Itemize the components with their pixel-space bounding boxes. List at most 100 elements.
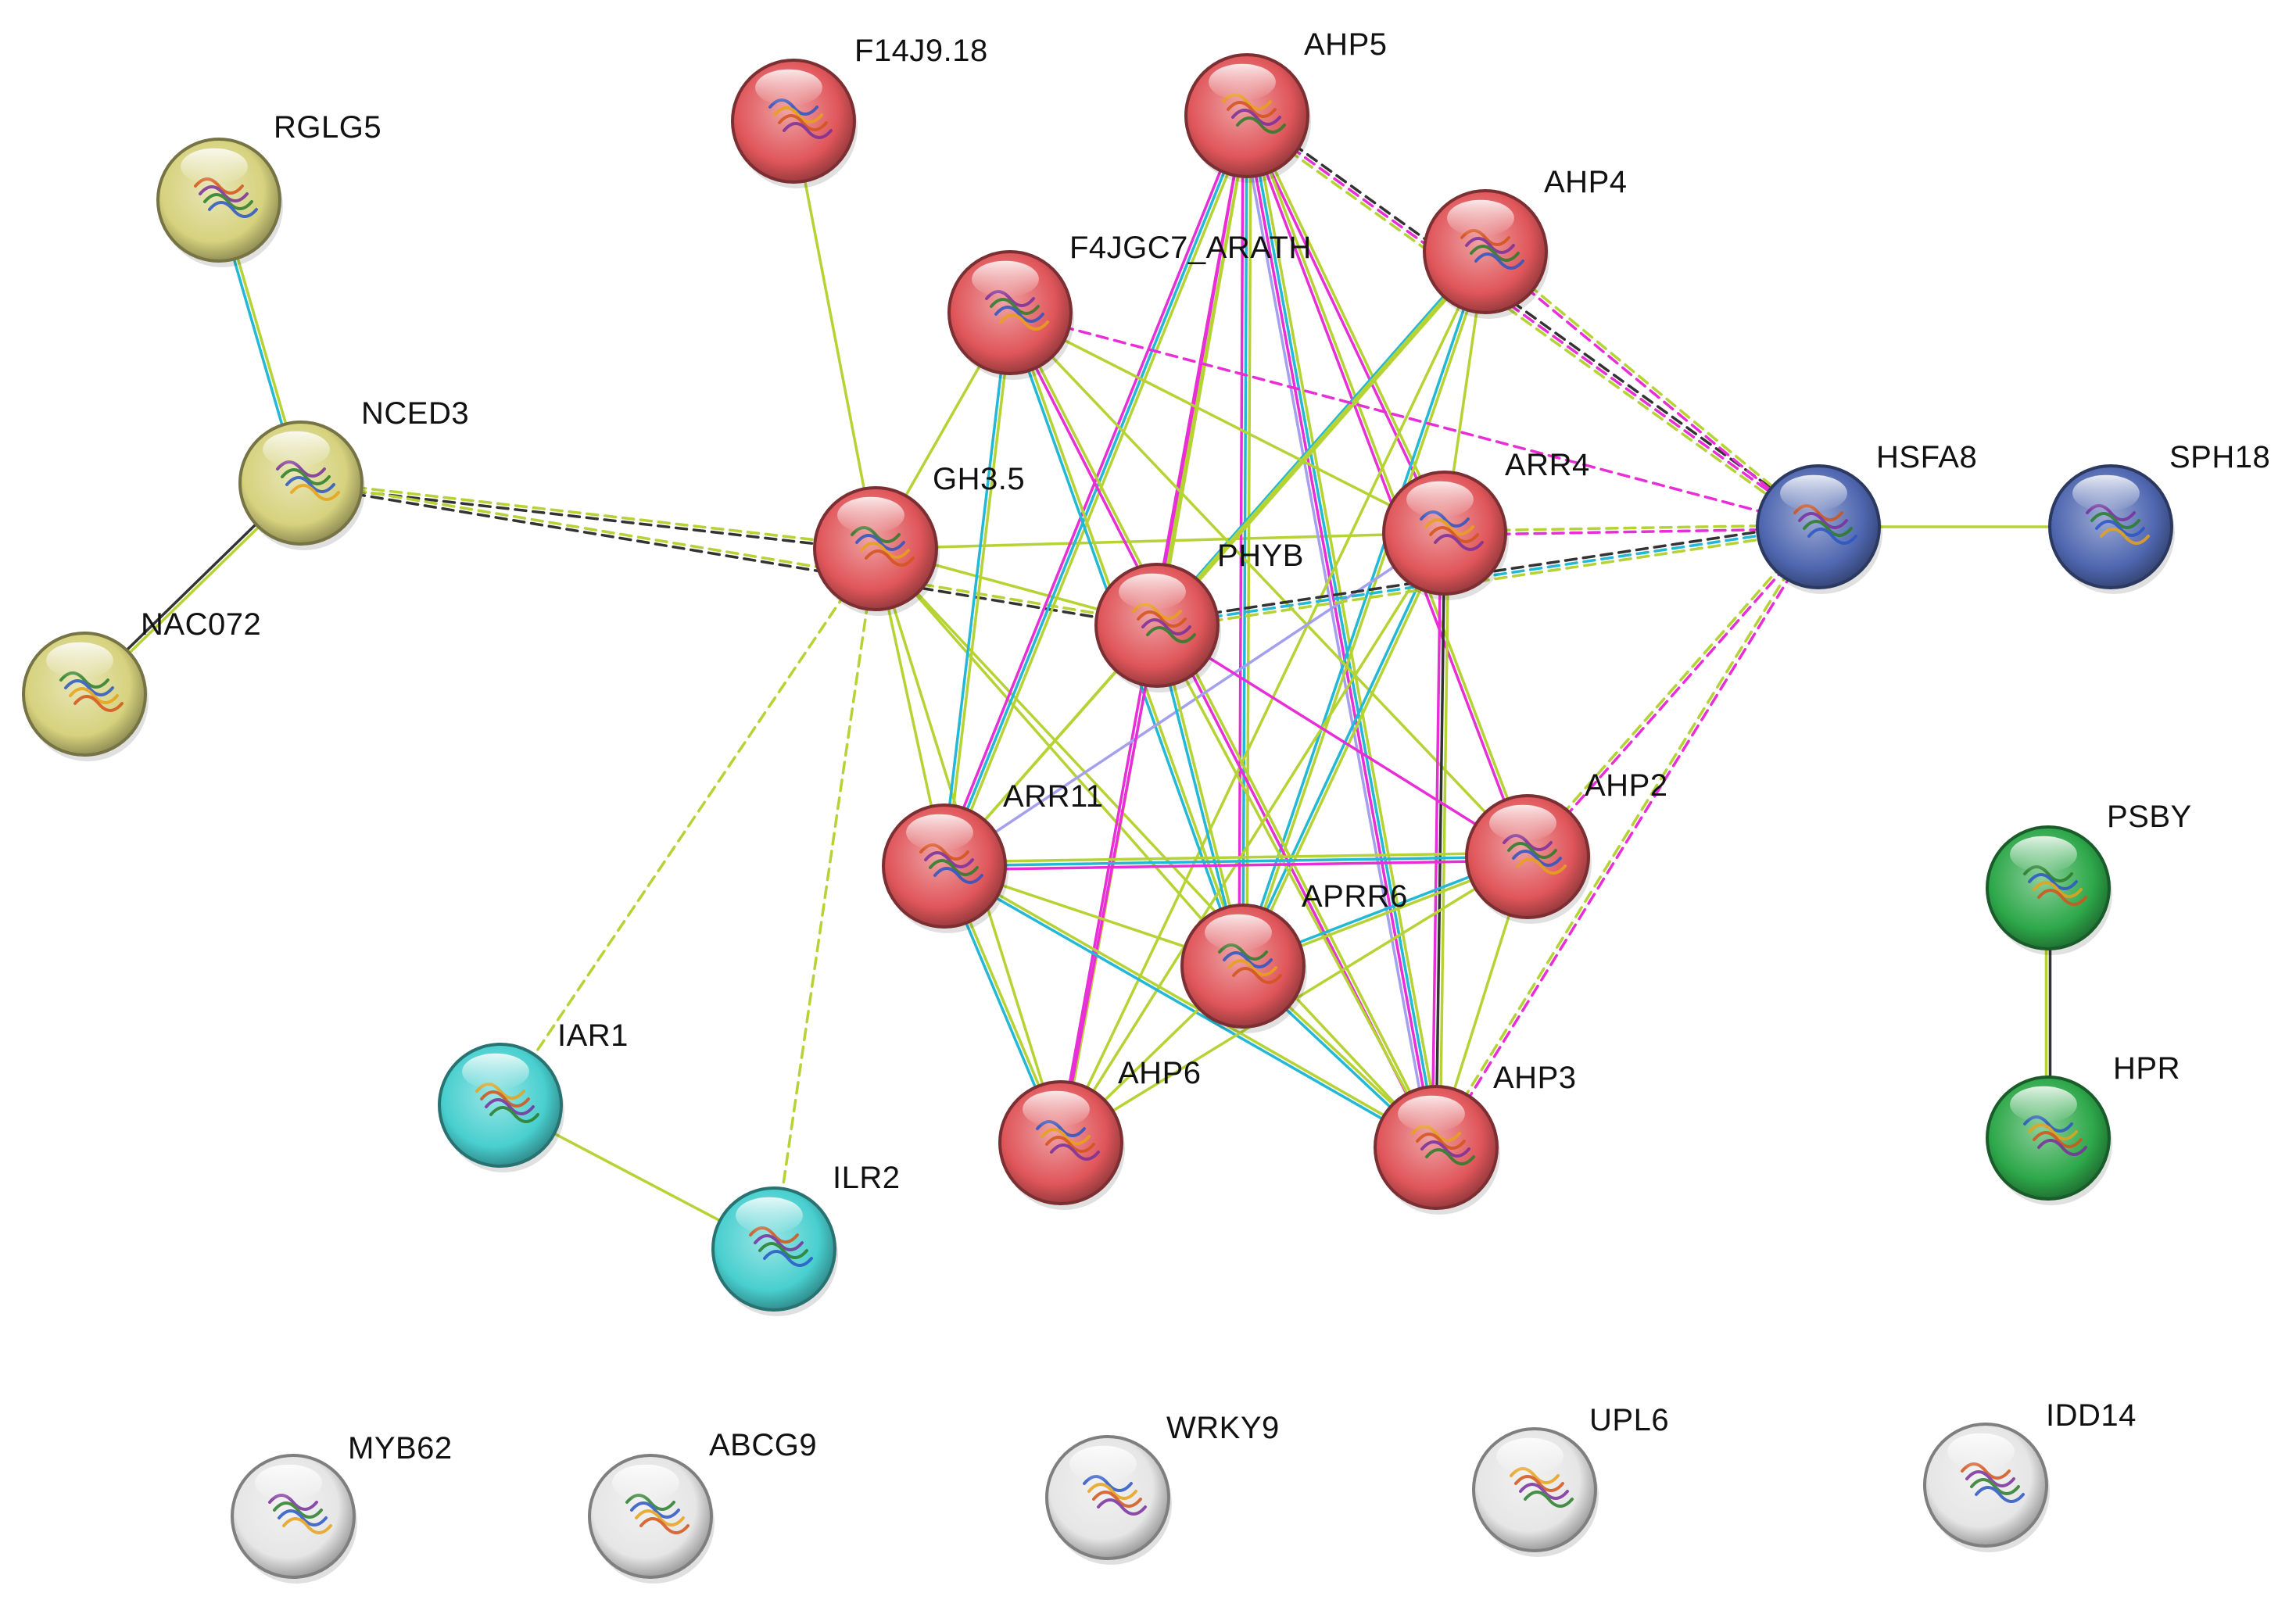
edge-line-textmining: [874, 531, 1446, 550]
edge-line-textmining: [944, 311, 1014, 868]
node-ahp4[interactable]: AHP4: [1423, 165, 1628, 319]
node-gh3-5[interactable]: GH3.5: [813, 462, 1025, 616]
edge-AHP5-AHP2: [1243, 113, 1531, 859]
node-label: ABCG9: [709, 1428, 817, 1462]
node-hsfa8[interactable]: HSFA8: [1756, 440, 1977, 594]
node-iar1[interactable]: IAR1: [438, 1018, 629, 1172]
edge-line-experiments: [1059, 624, 1159, 1144]
edge-NCED3-GH3.5: [299, 479, 878, 553]
node-gloss: [837, 496, 904, 534]
edge-line-textmining: [1010, 310, 1439, 1148]
edge-AHP5-AHP3: [1239, 113, 1444, 1151]
node-gloss: [1398, 1095, 1465, 1133]
node-gloss: [1069, 1445, 1137, 1483]
node-wrky9[interactable]: WRKY9: [1045, 1411, 1280, 1565]
node-label: F4JGC7_ARATH: [1069, 231, 1312, 265]
node-label: IAR1: [557, 1018, 629, 1053]
node-label: MYB62: [348, 1431, 453, 1466]
node-abcg9[interactable]: ABCG9: [588, 1428, 817, 1584]
node-psby[interactable]: PSBY: [1986, 800, 2192, 955]
node-f4jgc7-arath[interactable]: F4JGC7_ARATH: [947, 231, 1312, 380]
node-myb62[interactable]: MYB62: [231, 1431, 453, 1584]
edge-line-experiments: [1245, 114, 1820, 528]
node-ahp6[interactable]: AHP6: [998, 1056, 1202, 1210]
edge-line-textmining: [1008, 311, 1446, 535]
node-gloss: [1489, 804, 1556, 842]
node-ahp2[interactable]: AHP2: [1465, 768, 1668, 924]
structure-icon: [1420, 510, 1484, 551]
edge-line-database: [1239, 531, 1445, 967]
edge-PHYB-AHP6: [1059, 624, 1159, 1144]
edge-GH3.5-ARR4: [874, 531, 1446, 550]
edge-F4JGC7_ARATH-HSFA8: [1008, 311, 1820, 528]
node-f14j9-18[interactable]: F14J9.18: [731, 34, 988, 188]
structure-icon: [1460, 229, 1524, 270]
structure-icon: [1083, 1475, 1147, 1516]
edge-line-experiments: [1243, 114, 1436, 1150]
edge-line-textmining: [1524, 524, 1818, 857]
node-ilr2[interactable]: ILR2: [711, 1161, 901, 1316]
node-label: RGLG5: [274, 110, 381, 145]
node-gloss: [1023, 1090, 1090, 1128]
edge-line-textmining: [1251, 113, 1444, 1148]
edge-NCED3-PHYB: [299, 479, 1159, 629]
node-nac072[interactable]: NAC072: [22, 607, 261, 761]
node-gloss: [1119, 573, 1186, 610]
node-phyb[interactable]: PHYB: [1094, 539, 1304, 693]
edge-line-database: [942, 866, 1437, 1151]
node-gloss: [906, 814, 973, 851]
node-aprr6[interactable]: APRR6: [1180, 879, 1408, 1033]
node-upl6[interactable]: UPL6: [1472, 1403, 1669, 1557]
edge-line-coexpression: [299, 483, 1159, 629]
node-label: ARR4: [1505, 448, 1590, 482]
edge-PHYB-AHP2: [1155, 624, 1529, 858]
node-label: ILR2: [833, 1161, 901, 1195]
edge-line-database: [943, 114, 1248, 868]
node-arr11[interactable]: ARR11: [882, 779, 1103, 933]
edge-line-textmining: [1243, 117, 1818, 531]
edge-line-textmining: [1155, 529, 1821, 631]
node-idd14[interactable]: IDD14: [1923, 1398, 2137, 1552]
node-gloss: [1780, 474, 1847, 512]
edge-line-experiments: [1155, 624, 1529, 858]
node-gloss: [1447, 199, 1514, 237]
node-label: PSBY: [2107, 800, 2192, 834]
edge-ARR4-APRR6: [1239, 531, 1449, 968]
node-arr4[interactable]: ARR4: [1382, 448, 1590, 600]
node-label: NCED3: [361, 396, 469, 431]
node-gloss: [46, 642, 113, 679]
edge-line-textmining: [1485, 249, 1821, 527]
edge-line-textmining: [943, 851, 1529, 864]
node-gloss: [1947, 1433, 2015, 1470]
edge-ARR4-ARR11: [943, 531, 1446, 868]
node-label: AHP5: [1304, 27, 1388, 62]
edge-line-experiments: [1238, 114, 1245, 968]
edge-line-textmining: [299, 479, 1159, 625]
edge-AHP5-ARR4: [1243, 113, 1449, 535]
node-ahp5[interactable]: AHP5: [1184, 27, 1388, 183]
node-gloss: [1406, 481, 1474, 518]
structure-icon: [768, 98, 833, 139]
node-gloss: [736, 1197, 803, 1234]
edge-ARR4-AHP3: [1431, 531, 1450, 1149]
edge-line-textmining: [944, 863, 1438, 1147]
node-rglg5[interactable]: RGLG5: [156, 110, 381, 267]
node-gloss: [181, 148, 248, 185]
edge-AHP3-HSFA8: [1433, 524, 1821, 1151]
edge-line-textmining: [1243, 532, 1449, 968]
node-sph18[interactable]: SPH18: [2048, 440, 2270, 594]
edge-AHP4-HSFA8: [1482, 249, 1821, 530]
node-label: GH3.5: [933, 462, 1025, 496]
node-gloss: [1496, 1437, 1564, 1475]
edge-AHP4-PHYB: [1154, 249, 1488, 628]
edge-line-textmining: [1157, 251, 1488, 628]
edge-line-textmining: [1247, 113, 1449, 534]
node-nced3[interactable]: NCED3: [238, 396, 469, 550]
edge-line-textmining: [499, 547, 877, 1107]
node-ahp3[interactable]: AHP3: [1374, 1061, 1577, 1215]
edge-line-database: [940, 310, 1010, 868]
node-gloss: [972, 260, 1039, 298]
node-hpr[interactable]: HPR: [1986, 1051, 2180, 1205]
